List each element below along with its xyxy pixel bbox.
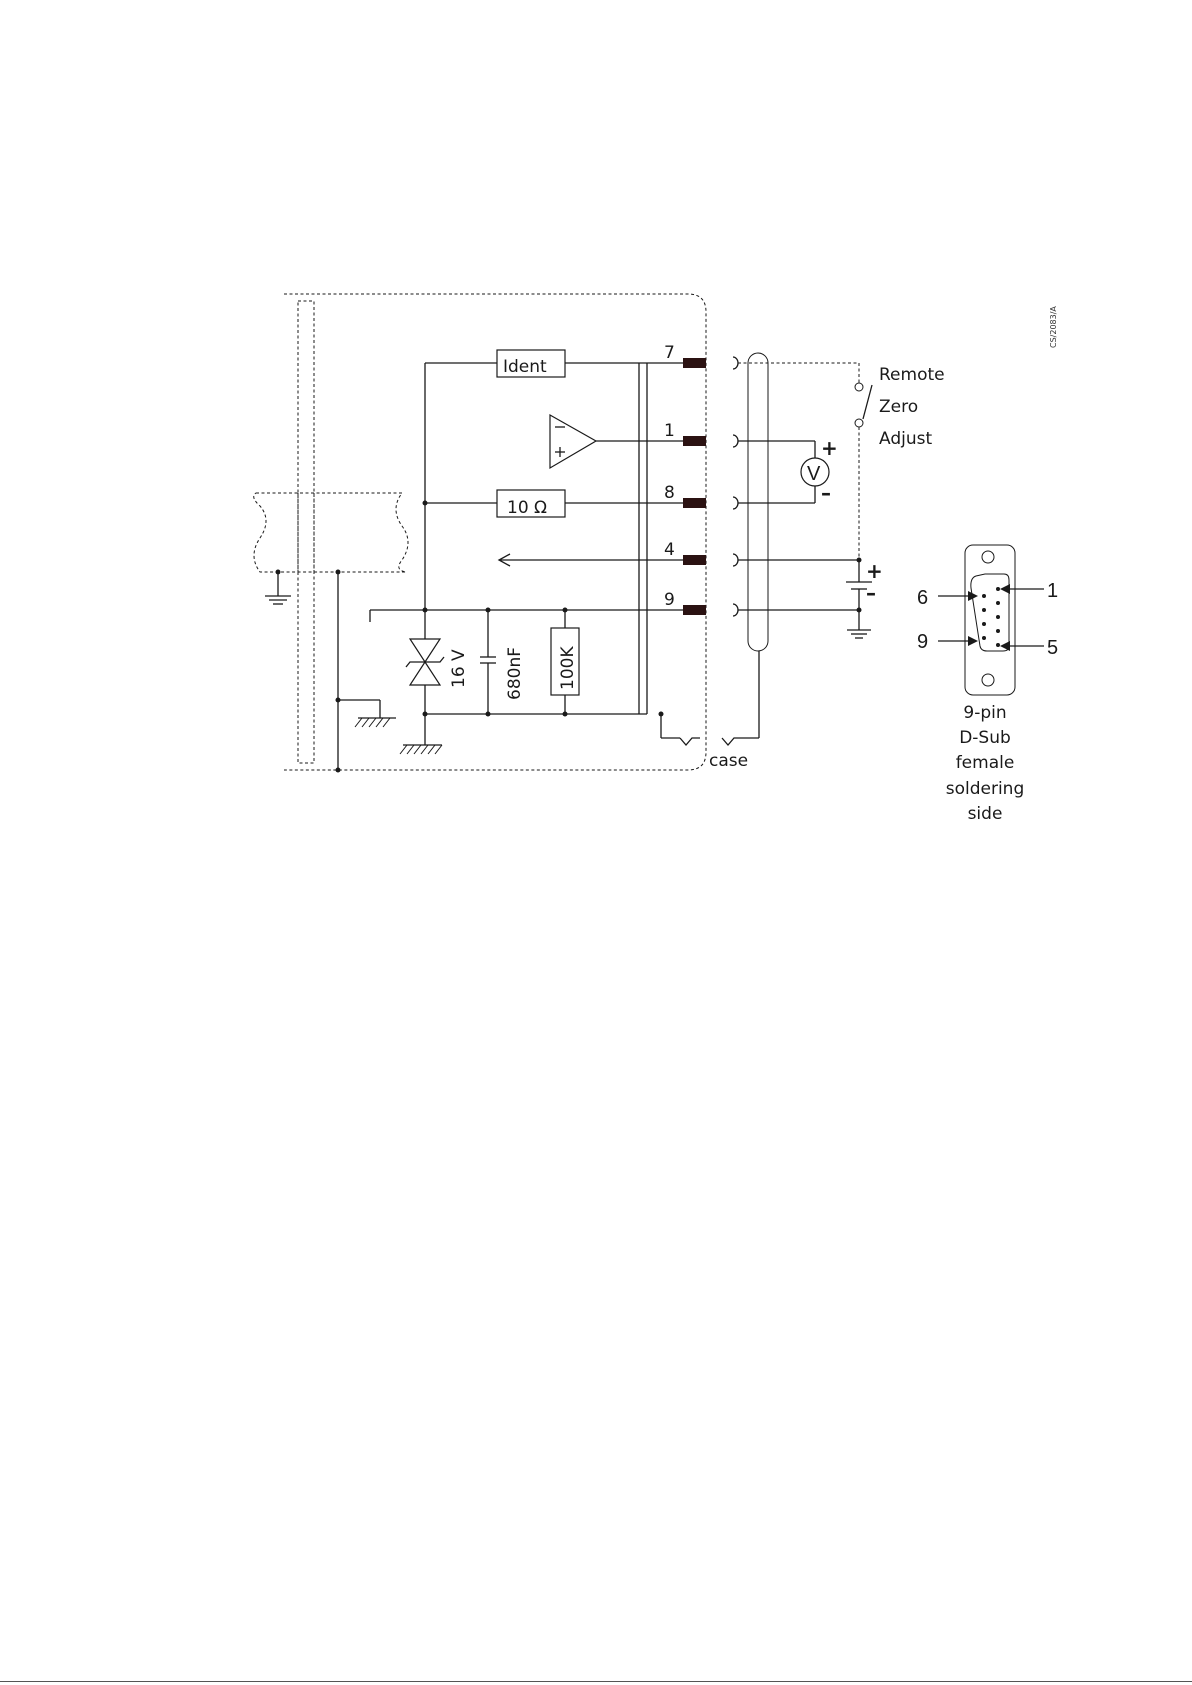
zero-label: Zero: [879, 397, 918, 417]
footer-rule: [0, 1681, 1192, 1682]
adjust-label: Adjust: [879, 429, 932, 449]
voltmeter-plus-label: +: [821, 436, 838, 460]
dsub-pin-6-label: 6: [917, 587, 928, 609]
case-label: case: [709, 751, 748, 771]
capacitor-label: 680nF: [505, 647, 525, 700]
connector-caption-line-5: side: [968, 804, 1003, 824]
ident-label: Ident: [503, 357, 547, 377]
battery-minus-label: –: [866, 581, 876, 605]
housing-outline: [284, 294, 706, 770]
dsub-pin-9-label: 9: [917, 631, 928, 653]
pin-7-label: 7: [664, 343, 675, 363]
voltmeter-minus-label: –: [821, 481, 831, 505]
dsub-connector: [938, 545, 1044, 695]
connector-caption-line-4: soldering: [946, 779, 1025, 799]
cable-shield: [748, 353, 768, 651]
battery-plus-label: +: [866, 559, 883, 583]
pin-8-label: 8: [664, 483, 675, 503]
cable-section: [254, 493, 408, 572]
pin-1-label: 1: [664, 421, 675, 441]
connector-caption-line-3: female: [956, 753, 1015, 773]
sensor-shaft: [298, 301, 314, 763]
zener-label: 16 V: [449, 649, 469, 688]
voltmeter-label: V: [807, 463, 821, 485]
dsub-pin-1-label: 1: [1047, 580, 1058, 602]
resistor-10-label: 10 Ω: [507, 498, 547, 518]
op-amp-symbol: [550, 415, 596, 468]
drawing-code: CS/2083/A: [1049, 306, 1058, 348]
connector-caption-line-1: 9-pin: [963, 703, 1006, 723]
resistor-100k-label: 100K: [558, 646, 578, 690]
connector-caption-line-2: D-Sub: [959, 728, 1011, 748]
dsub-pin-5-label: 5: [1047, 637, 1058, 659]
remote-label: Remote: [879, 365, 945, 385]
pin-9-label: 9: [664, 590, 675, 610]
pin-4-label: 4: [664, 540, 675, 560]
